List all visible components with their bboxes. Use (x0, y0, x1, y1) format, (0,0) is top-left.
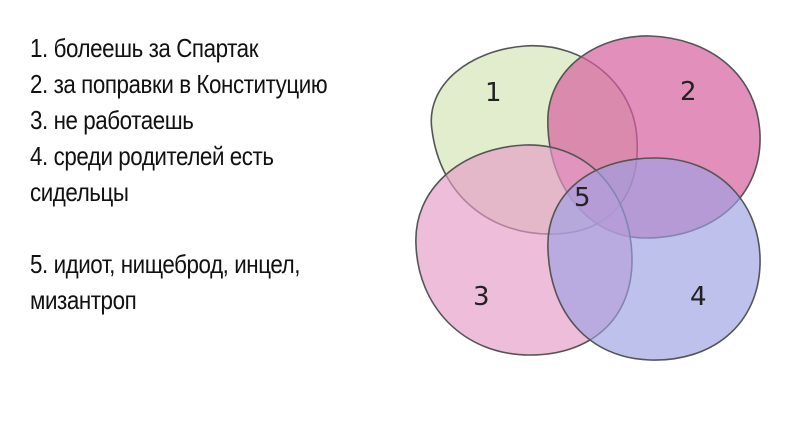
region-label-3: 3 (473, 282, 490, 312)
legend-item-3: 3. не работаешь (30, 105, 194, 135)
legend-item-2: 2. за поправки в Конституцию (30, 69, 328, 99)
legend-item-4: 4. среди родителей есть (30, 141, 274, 171)
region-label-2: 2 (680, 77, 697, 107)
legend-summary-continued: мизантроп (30, 285, 137, 315)
legend-summary: 5. идиот, нищеброд, инцел, (30, 249, 301, 279)
region-label-1: 1 (485, 78, 502, 108)
circle-4-parents-inmates (547, 157, 761, 361)
legend: 1. болеешь за Спартак 2. за поправки в К… (30, 30, 365, 318)
region-label-5-center: 5 (574, 183, 591, 213)
region-label-4: 4 (690, 282, 707, 312)
legend-item-1: 1. болеешь за Спартак (30, 33, 259, 63)
legend-item-4-continued: сидельцы (30, 177, 129, 207)
